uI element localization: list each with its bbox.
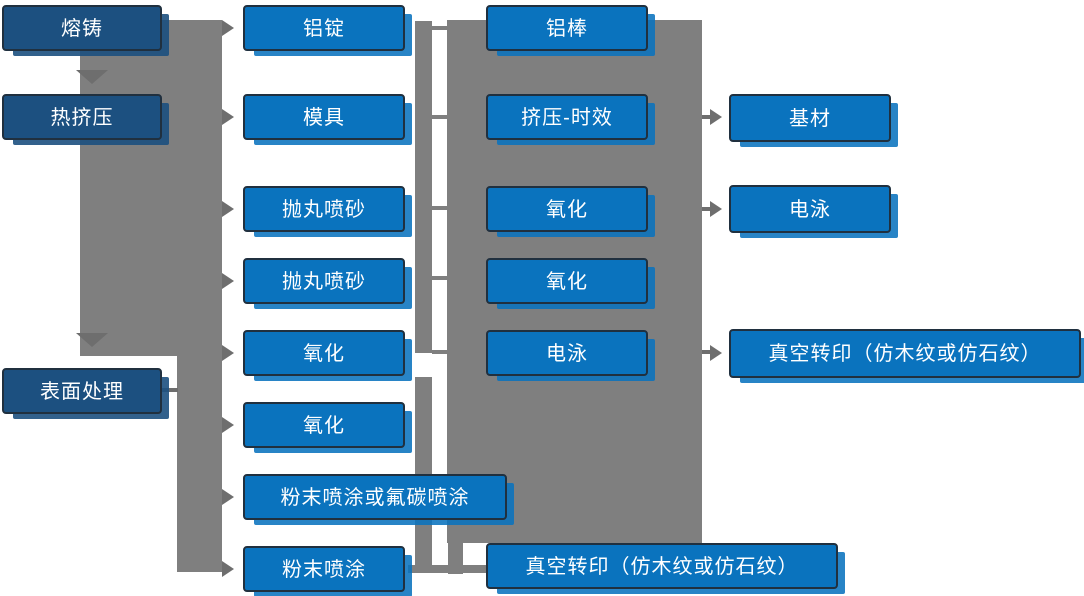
node-substrate: 基材 — [729, 94, 891, 142]
arrow-to-powder-fluorocarbon-icon — [222, 489, 234, 505]
arrow-to-powder-coating-icon — [222, 561, 234, 577]
node-shot-blasting-1: 抛丸喷砂 — [243, 186, 405, 232]
arrow-down-to-surface-treatment-icon — [76, 333, 108, 347]
connector-stub — [702, 207, 711, 211]
arrow-to-oxidation-2-icon — [222, 417, 234, 433]
arrow-to-aluminum-ingot-icon — [222, 20, 234, 36]
connector-bridge — [432, 276, 448, 280]
node-mold: 模具 — [243, 94, 405, 140]
connector-surface-link-line — [162, 388, 178, 392]
node-melting-casting: 熔铸 — [2, 5, 162, 51]
node-surface-treatment: 表面处理 — [2, 368, 162, 414]
node-oxidation-3: 氧化 — [486, 186, 648, 232]
node-hot-extrusion: 热挤压 — [2, 94, 162, 140]
arrow-to-oxidation-1-icon — [222, 345, 234, 361]
connector-bridge — [432, 115, 448, 119]
node-vacuum-transfer-2: 真空转印（仿木纹或仿石纹） — [729, 329, 1081, 378]
connector-bridge — [432, 26, 448, 30]
arrow-to-mold-icon — [222, 109, 234, 125]
arrow-to-vacuum-transfer-col4-icon — [710, 345, 722, 361]
node-oxidation-2: 氧化 — [243, 402, 405, 448]
node-oxidation-4: 氧化 — [486, 258, 648, 304]
arrow-to-shot-blasting-1-icon — [222, 201, 234, 217]
connector-stub — [702, 115, 711, 119]
connector-stub — [702, 350, 711, 354]
connector-col2-band-upper — [415, 21, 432, 353]
arrow-to-shot-blasting-2-icon — [222, 273, 234, 289]
connector-surface-band — [177, 356, 222, 572]
arrow-to-substrate-icon — [710, 109, 722, 125]
node-electrophoresis-1: 电泳 — [486, 330, 648, 376]
node-aluminum-ingot: 铝锭 — [243, 5, 405, 51]
arrow-to-electrophoresis-col4-icon — [710, 201, 722, 217]
node-oxidation-1: 氧化 — [243, 330, 405, 376]
node-aluminum-rod: 铝棒 — [486, 5, 648, 51]
connector-bridge — [432, 206, 448, 210]
node-shot-blasting-2: 抛丸喷砂 — [243, 258, 405, 304]
arrow-down-to-hot-extrusion-icon — [76, 70, 108, 84]
node-electrophoresis-2: 电泳 — [729, 185, 891, 233]
node-powder-or-fluorocarbon-coating: 粉末喷涂或氟碳喷涂 — [243, 474, 507, 520]
node-powder-coating: 粉末喷涂 — [243, 546, 405, 592]
connector-bottom-link — [408, 565, 488, 573]
node-vacuum-transfer-1: 真空转印（仿木纹或仿石纹） — [486, 543, 838, 589]
node-extrusion-aging: 挤压-时效 — [486, 94, 648, 140]
connector-bridge — [432, 350, 448, 354]
